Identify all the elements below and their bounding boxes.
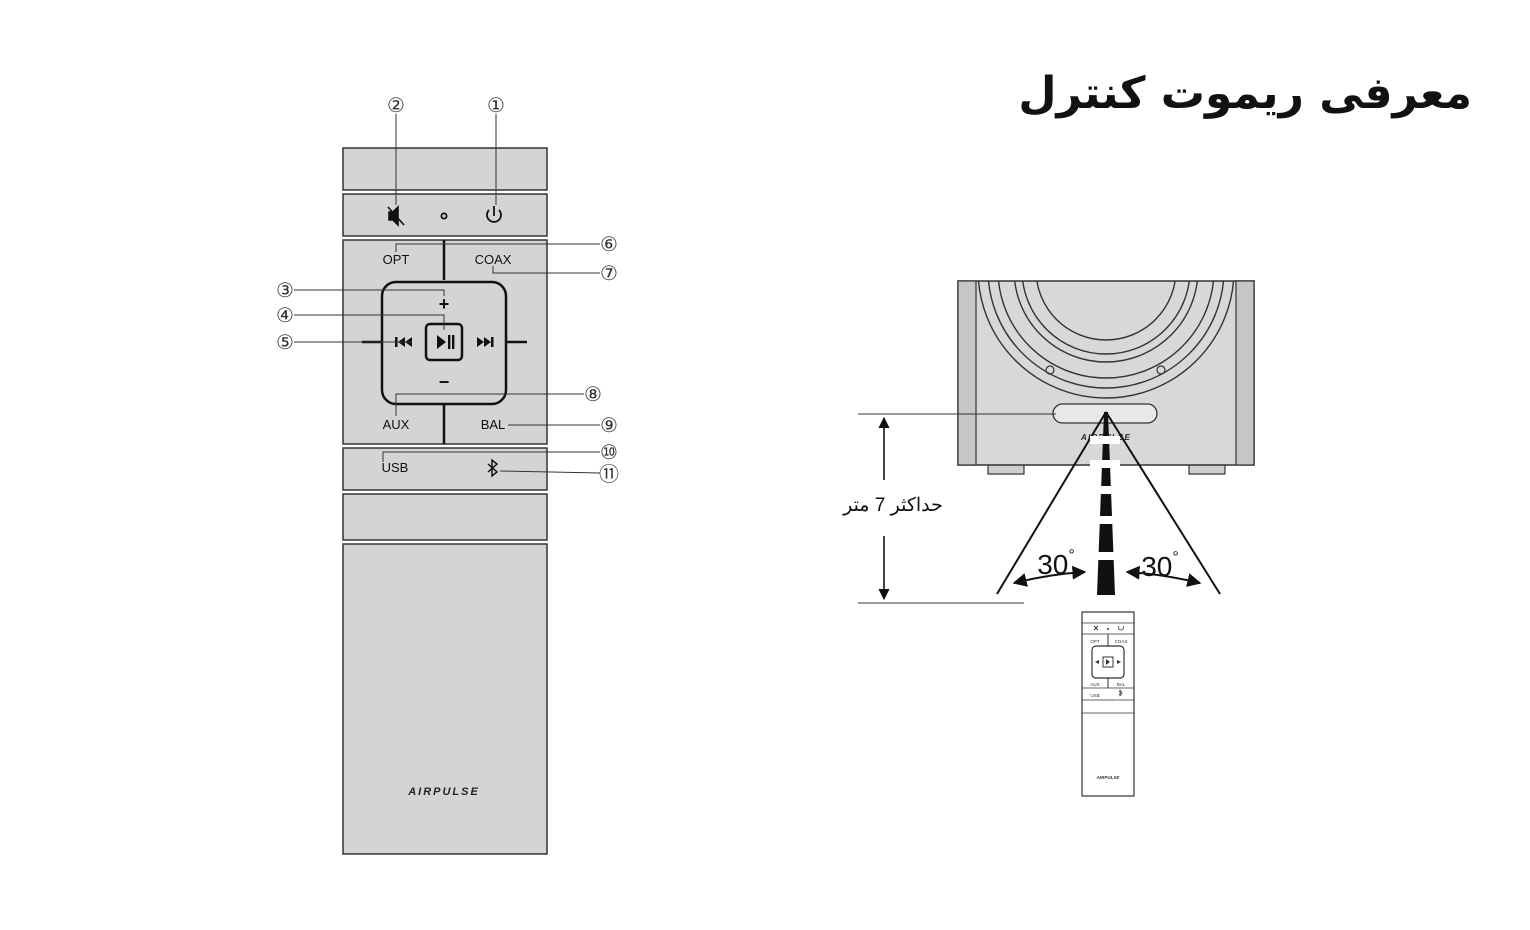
remote-handle <box>342 543 548 855</box>
callout-leaders <box>294 114 601 474</box>
mini-usb-label: USB <box>1090 693 1099 698</box>
remote-large: + − OPT COAX AUX BAL USB AIRPULSE <box>342 147 548 855</box>
center-axis-dashes <box>1090 436 1120 560</box>
opt-button[interactable]: OPT <box>383 252 410 267</box>
remote-power-row <box>342 193 548 237</box>
mini-power-icon <box>1118 625 1124 631</box>
callout-2: ② <box>387 95 405 117</box>
next-track-button[interactable] <box>477 337 494 347</box>
volume-down-icon[interactable]: − <box>439 372 450 392</box>
remote-usb-row <box>342 447 548 491</box>
mini-coax-label: COAX <box>1115 639 1128 644</box>
mini-aux-label: AUX <box>1090 682 1099 687</box>
power-button[interactable] <box>486 206 502 223</box>
remote-brand-logo: AIRPULSE <box>407 786 480 798</box>
power-icon <box>486 206 502 223</box>
mute-icon <box>387 205 405 227</box>
bluetooth-icon <box>487 458 499 478</box>
remote-top-cap <box>342 147 548 191</box>
woofer-screw-right <box>1156 365 1166 375</box>
callout-8: ⑧ <box>584 384 602 406</box>
next-track-icon <box>477 337 494 347</box>
callout-1: ① <box>487 95 505 117</box>
woofer-rings <box>977 281 1235 399</box>
mini-brand-logo: AIRPULSE <box>1096 775 1121 780</box>
aux-button[interactable]: AUX <box>383 417 410 432</box>
callout-4: ④ <box>276 305 294 327</box>
mini-bal-label: BAL <box>1117 682 1126 687</box>
play-pause-button[interactable] <box>424 322 464 362</box>
led-indicator <box>440 212 448 220</box>
callout-11: ⑪ <box>599 463 619 486</box>
mini-next-icon <box>1117 660 1121 664</box>
cone-edge-right <box>1105 411 1221 595</box>
callout-10: ⑩ <box>600 442 618 464</box>
bal-button[interactable]: BAL <box>481 417 506 432</box>
angle-arrow-left <box>1012 565 1087 587</box>
mute-button[interactable] <box>387 205 405 227</box>
coax-button[interactable]: COAX <box>475 252 512 267</box>
play-pause-icon <box>437 335 455 349</box>
angle-arrow-right <box>1125 565 1202 587</box>
mini-led-indicator <box>1107 628 1109 630</box>
mini-dpad-ring <box>1091 645 1125 679</box>
mini-bluetooth-icon <box>1118 689 1123 697</box>
mini-play-pause-icon <box>1102 656 1114 668</box>
callout-3: ③ <box>276 280 294 302</box>
woofer-screw-left <box>1045 365 1055 375</box>
dpad-ring <box>380 280 508 406</box>
speaker-side-right <box>1235 280 1255 466</box>
coverage-cone: 30° 30° <box>996 411 1221 595</box>
mini-mute-icon <box>1093 625 1099 631</box>
angle-right-label: 30° <box>1141 549 1179 582</box>
remote-blank-row <box>342 493 548 541</box>
distance-dimension: حداکثر 7 متر <box>842 413 1056 604</box>
callout-6: ⑥ <box>600 234 618 256</box>
usb-button[interactable]: USB <box>382 460 409 475</box>
bluetooth-button[interactable] <box>487 458 499 478</box>
cone-edge-left <box>996 411 1107 595</box>
page-title: معرفی ریموت کنترل <box>1018 68 1472 119</box>
callout-7: ⑦ <box>600 263 618 285</box>
callout-9: ⑨ <box>600 415 618 437</box>
angle-left-label: 30° <box>1037 547 1075 580</box>
volume-up-icon[interactable]: + <box>439 294 450 314</box>
max-distance-label: حداکثر 7 متر <box>842 495 943 516</box>
speaker-side-left <box>957 280 977 466</box>
callout-5: ⑤ <box>276 332 294 354</box>
center-axis <box>1097 412 1115 595</box>
remote-mini: OPT COAX AUX BAL USB AIRPULSE <box>1081 611 1135 797</box>
mini-opt-label: OPT <box>1090 639 1100 644</box>
callout-numbers: ① ② ③ ④ ⑤ ⑥ ⑦ ⑧ ⑨ ⑩ ⑪ <box>276 95 619 486</box>
mini-previous-icon <box>1095 660 1099 664</box>
